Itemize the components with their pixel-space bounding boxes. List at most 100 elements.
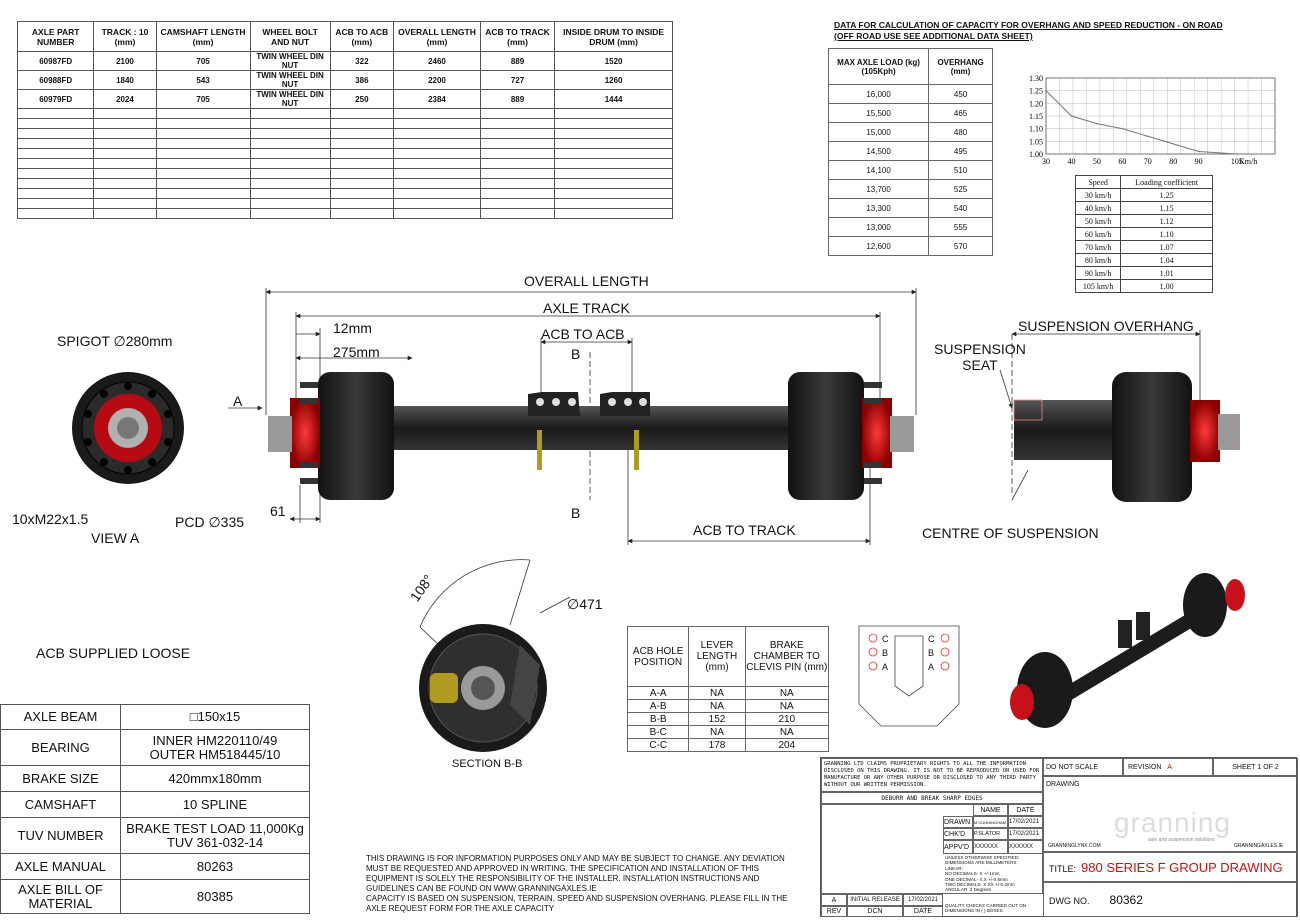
rev-row-date: 17/02/2021 <box>903 894 943 906</box>
acb-cell: NA <box>744 686 830 700</box>
spec-label: BRAKE SIZE <box>0 765 121 792</box>
parts-cell: 889 <box>479 51 556 71</box>
chart-x-tick-label: 80 <box>1169 157 1177 166</box>
acb-cell: NA <box>688 699 746 713</box>
parts-empty-cell <box>479 158 556 169</box>
acb-cell: 210 <box>744 712 830 726</box>
url-lynx: GRANNINGLYNX.COM <box>1048 843 1101 849</box>
date-header: DATE <box>1008 804 1043 816</box>
parts-empty-cell <box>329 118 395 129</box>
coefficient-cell: 1.10 <box>1120 227 1213 241</box>
overhang-title-line1: DATA FOR CALCULATION OF CAPACITY FOR OVE… <box>834 20 1223 30</box>
checked-date: 17/02/2021 <box>1008 828 1043 840</box>
axle-beam <box>390 406 790 450</box>
parts-cell: 1444 <box>554 89 673 109</box>
parts-empty-cell <box>554 208 673 219</box>
parts-empty-cell <box>249 128 331 139</box>
parts-empty-cell <box>554 128 673 139</box>
acb-supplied-loose-label: ACB SUPPLIED LOOSE <box>36 645 191 661</box>
parts-empty-cell <box>393 118 481 129</box>
axle-front-view-drawing <box>72 288 1240 545</box>
parts-empty-cell <box>554 118 673 129</box>
parts-empty-cell <box>554 168 673 179</box>
parts-empty-cell <box>479 168 556 179</box>
overhang-cell: 525 <box>928 179 993 199</box>
dwg-number-cell: DWG NO. 80362 <box>1043 882 1298 917</box>
parts-empty-cell <box>249 198 331 209</box>
chart-x-tick-label: 40 <box>1067 157 1075 166</box>
parts-empty-cell <box>249 168 331 179</box>
parts-empty-cell <box>249 188 331 199</box>
parts-cell: 2384 <box>393 89 481 109</box>
overhang-cell: 480 <box>928 122 993 142</box>
spigot-label: SPIGOT ∅280mm <box>57 333 173 349</box>
parts-empty-cell <box>249 158 331 169</box>
parts-empty-cell <box>393 128 481 139</box>
sheet-number: SHEET 1 OF 2 <box>1213 758 1298 776</box>
section-bb-label: SECTION B-B <box>452 758 523 770</box>
parts-cell: 2460 <box>393 51 481 71</box>
overhang-title-line2: (OFF ROAD USE SEE ADDITIONAL DATA SHEET) <box>834 31 1033 41</box>
parts-empty-cell <box>155 168 251 179</box>
chart-series-line <box>1045 90 1237 155</box>
parts-empty-cell <box>479 208 556 219</box>
parts-empty-cell <box>329 168 395 179</box>
parts-empty-cell <box>249 118 331 129</box>
parts-empty-cell <box>554 158 673 169</box>
parts-header-cell: ACB TO ACB (mm) <box>329 21 395 52</box>
chart-x-tick-label: 90 <box>1195 157 1203 166</box>
acb-cell: 152 <box>688 712 746 726</box>
parts-empty-cell <box>249 208 331 219</box>
coefficient-cell: 1.00 <box>1120 279 1213 293</box>
chart-x-tick-label: 30 <box>1042 157 1050 166</box>
spec-value: INNER HM220110/49 OUTER HM518445/10 <box>120 729 310 766</box>
right-wheel-studs <box>864 382 882 484</box>
acb-cell: B-B <box>626 712 690 726</box>
parts-empty-cell <box>155 138 251 149</box>
spec-value: BRAKE TEST LOAD 11,000Kg TUV 361-032-14 <box>120 817 310 854</box>
parts-cell: 1520 <box>554 51 673 71</box>
chart-y-tick-label: 1.00 <box>1029 150 1043 159</box>
parts-empty-cell <box>155 188 251 199</box>
do-not-scale-note: DO NOT SCALE DRAWING <box>1043 758 1123 788</box>
coefficient-cell: 1.25 <box>1120 188 1213 202</box>
parts-cell: TWIN WHEEL DIN NUT <box>249 89 331 109</box>
parts-empty-cell <box>16 168 95 179</box>
view-a-hub-drawing <box>72 372 184 484</box>
spec-value: 80263 <box>120 853 310 880</box>
overhang-table: MAX AXLE LOAD (kg) (105Kph) OVERHANG (mm… <box>827 48 993 256</box>
chart-y-tick-label: 1.15 <box>1029 112 1043 121</box>
suspension-side-view <box>999 330 1240 502</box>
parts-empty-cell <box>155 148 251 159</box>
spec-value: 420mmx180mm <box>120 765 310 792</box>
chart-frame <box>1045 77 1276 155</box>
parts-header-cell: TRACK : 10 (mm) <box>93 21 157 52</box>
parts-empty-row <box>16 208 673 219</box>
overhang-cell: 13,000 <box>827 217 930 237</box>
parts-header-cell: ACB TO TRACK (mm) <box>479 21 556 52</box>
approved-date: XXXXXX <box>1008 840 1043 854</box>
spec-label: AXLE BEAM <box>0 704 121 730</box>
acb-cell: B-C <box>626 725 690 739</box>
parts-cell: 60988FD <box>16 70 95 90</box>
parts-header-cell: OVERALL LENGTH (mm) <box>393 21 481 52</box>
drawn-name: M.CUNNINGHAM <box>973 816 1008 828</box>
parts-empty-cell <box>479 128 556 139</box>
overhang-cell: 555 <box>928 217 993 237</box>
parts-empty-cell <box>329 188 395 199</box>
parts-header-cell: INSIDE DRUM TO INSIDE DRUM (mm) <box>554 21 673 52</box>
parts-empty-row <box>16 188 673 199</box>
spec-label: TUV NUMBER <box>0 817 121 854</box>
parts-cell: 727 <box>479 70 556 90</box>
chart-y-tick-label: 1.25 <box>1029 87 1043 96</box>
